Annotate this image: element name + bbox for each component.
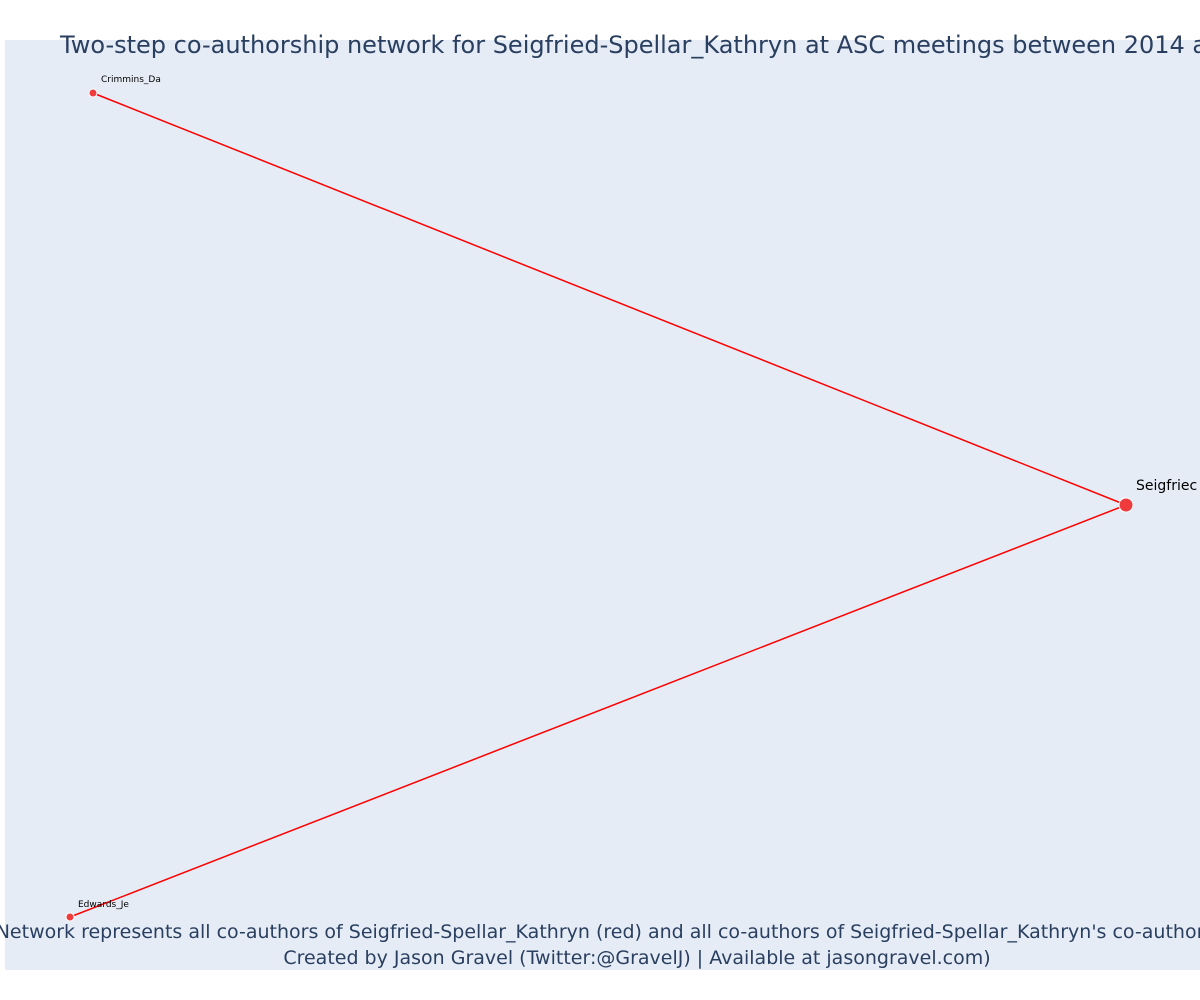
node-seigfried[interactable] (1118, 497, 1134, 513)
edge-crimmins-seigfried (92, 92, 1127, 506)
edge-edwards-seigfried (69, 504, 1127, 918)
figure-caption-line1: Network represents all co-authors of Sei… (0, 921, 1200, 943)
node-edwards[interactable] (65, 912, 75, 922)
node-crimmins[interactable] (88, 88, 98, 98)
plot-background (5, 40, 1200, 970)
figure-caption-line2: Created by Jason Gravel (Twitter:@Gravel… (283, 947, 990, 969)
edges-layer (69, 92, 1127, 918)
node-label-seigfried: Seigfriec (1136, 478, 1197, 494)
node-label-edwards: Edwards_Je (78, 900, 129, 910)
figure-title: Two-step co-authorship network for Seigf… (59, 31, 1200, 59)
node-label-crimmins: Crimmins_Da (101, 75, 161, 85)
